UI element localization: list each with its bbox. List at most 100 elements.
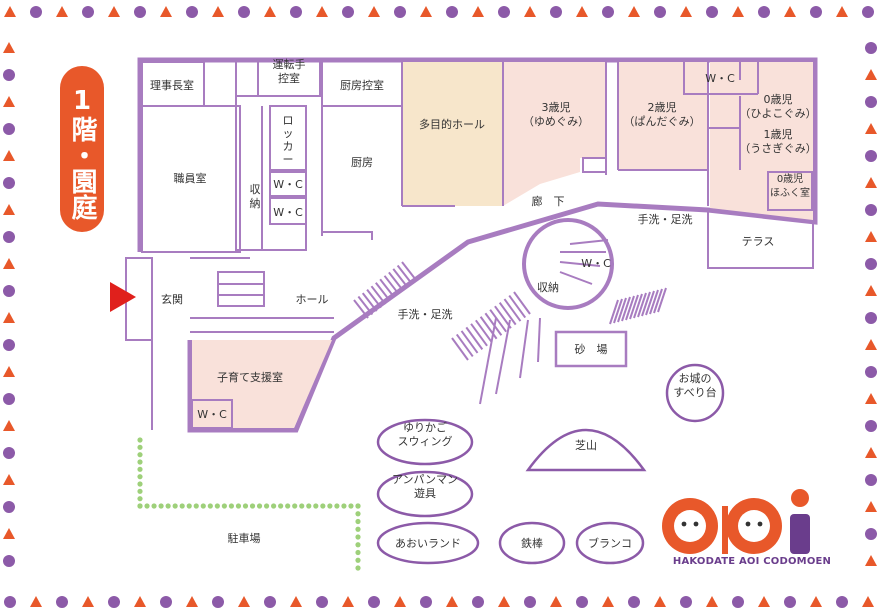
border-mark — [3, 555, 15, 567]
room-wc-d: W・C — [197, 408, 227, 421]
stair-step — [617, 297, 627, 323]
room-chubo: 厨房 — [351, 156, 373, 169]
stair-step — [388, 271, 404, 291]
stair-step — [470, 323, 488, 347]
play-aoi-land: あおいランド — [395, 537, 461, 550]
grass-dot — [271, 503, 277, 509]
border-mark — [706, 6, 718, 18]
border-mark — [865, 285, 877, 296]
room-unten: 運転手控室 — [273, 57, 306, 85]
stair-step — [657, 287, 667, 313]
border-mark — [342, 596, 354, 607]
room-shokuin: 職員室 — [174, 171, 207, 185]
area-shuno-b: 収納 — [537, 281, 559, 294]
play-shibayama: 芝山 — [575, 439, 597, 452]
area-sunaba: 砂 場 — [575, 343, 608, 356]
border-mark — [134, 6, 146, 18]
border-mark — [3, 501, 15, 513]
room-2yr: 2歳児（ぱんだぐみ） — [623, 101, 700, 128]
border-mark — [290, 596, 302, 607]
border-mark — [82, 596, 94, 607]
stair-step — [460, 330, 479, 354]
border-mark — [3, 177, 15, 189]
play-buranko: ブランコ — [588, 536, 632, 550]
border-mark — [368, 6, 380, 17]
room-0yr-a: 0歳児（ひよこぐみ） — [739, 93, 816, 120]
border-mark — [865, 447, 877, 458]
stair-step — [379, 278, 395, 298]
border-mark — [3, 285, 15, 297]
border-mark — [3, 447, 15, 459]
stair-rail — [519, 319, 529, 379]
border-mark — [865, 420, 877, 432]
border-mark — [3, 96, 15, 107]
grass-dot — [355, 557, 361, 563]
grass-dot — [214, 503, 220, 509]
play-yurikago: ゆりかごスウィング — [398, 420, 453, 448]
entrance-arrow-icon — [110, 282, 136, 312]
room-2yr-fill — [618, 62, 708, 170]
grass-dot — [137, 488, 143, 494]
border-mark — [316, 596, 328, 608]
border-mark — [784, 6, 796, 17]
area-genkan: 玄関 — [161, 292, 183, 306]
grass-dot — [137, 452, 143, 458]
grass-dot — [355, 526, 361, 532]
border-mark — [810, 6, 822, 18]
border-mark — [56, 6, 68, 17]
stair-step — [513, 291, 531, 315]
grass-dot — [221, 503, 227, 509]
area-wc-c: W・C — [581, 257, 611, 270]
border-mark — [3, 474, 15, 485]
room-kosodate: 子育て支援室 — [217, 370, 283, 384]
room-locker: ロッカー — [283, 114, 294, 166]
grass-dot — [137, 474, 143, 480]
border-mark — [865, 474, 877, 486]
stair-step — [609, 299, 619, 325]
border-mark — [498, 596, 510, 607]
grass-dot — [165, 503, 171, 509]
area-tearai-a: 手洗・足洗 — [638, 212, 693, 226]
room-wc-b: W・C — [273, 206, 303, 219]
room-shuno-a: 収納 — [250, 183, 261, 210]
border-mark — [3, 204, 15, 215]
border-mark — [836, 596, 848, 608]
room-wc-top: W・C — [705, 72, 735, 85]
border-mark — [30, 6, 42, 18]
border-mark — [836, 6, 848, 17]
border-mark — [865, 204, 877, 216]
border-mark — [134, 596, 146, 607]
border-mark — [394, 596, 406, 607]
border-mark — [4, 6, 16, 17]
border-mark — [3, 393, 15, 405]
grass-dot — [137, 444, 143, 450]
grass-dot — [355, 565, 361, 571]
grass-dot — [137, 503, 143, 509]
border-mark — [865, 501, 877, 512]
border-mark — [628, 596, 640, 608]
stair-step — [649, 289, 659, 315]
border-mark — [446, 6, 458, 18]
border-mark — [3, 231, 15, 243]
area-parking: 駐車場 — [228, 531, 261, 545]
grass-dot — [200, 503, 206, 509]
area-hall: ホール — [296, 293, 329, 306]
stair-step — [645, 290, 655, 316]
stair-step — [613, 298, 623, 324]
stair-step — [375, 282, 391, 302]
border-mark — [865, 555, 877, 566]
border-mark — [316, 6, 328, 17]
border-mark — [865, 150, 877, 162]
border-mark — [108, 596, 120, 608]
grass-dot — [137, 437, 143, 443]
border-mark — [264, 6, 276, 17]
border-mark — [865, 69, 877, 80]
border-mark — [212, 596, 224, 608]
room-rijichou: 理事長室 — [150, 78, 194, 92]
grass-dot — [278, 503, 284, 509]
grass-dot — [341, 503, 347, 509]
grass-dot — [355, 511, 361, 517]
stair-step — [396, 264, 413, 285]
room-wc-a: W・C — [273, 178, 303, 191]
border-mark — [865, 123, 877, 134]
